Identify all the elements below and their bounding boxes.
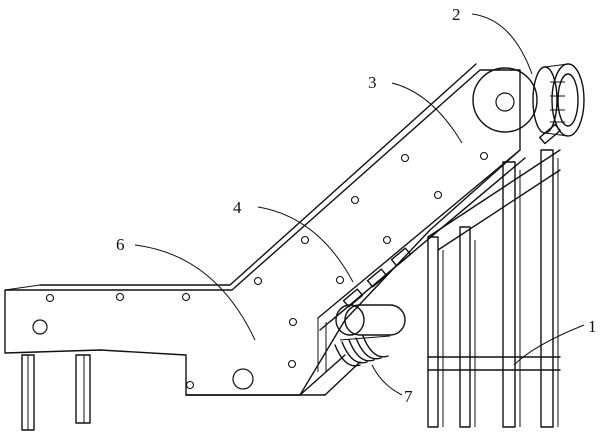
chain-slat [366, 268, 388, 288]
callouts: 1 2 3 4 6 7 [116, 5, 597, 406]
lower-edge [299, 354, 346, 396]
bolt [181, 292, 191, 302]
roller-end [335, 304, 365, 336]
motor-bottom [544, 132, 569, 137]
leader-3 [391, 82, 463, 144]
bolt [382, 235, 392, 245]
bolt [115, 292, 125, 302]
bolt [433, 190, 443, 200]
bolt [400, 153, 410, 163]
support-frame [427, 149, 561, 428]
leader-7 [371, 364, 403, 396]
leader-1 [513, 324, 585, 366]
leader-4 [257, 206, 354, 283]
tail-roller [334, 304, 406, 367]
drum-outer [472, 67, 538, 133]
hook [341, 341, 368, 364]
callout-4: 4 [233, 198, 242, 217]
motor-top [544, 63, 569, 68]
leader-6 [134, 244, 256, 341]
motor-inner [557, 73, 579, 127]
top-flange-end [4, 284, 41, 291]
bolt [300, 235, 310, 245]
frame-post [427, 236, 439, 428]
frame-top-rail [437, 169, 561, 251]
bolt [335, 275, 345, 285]
hook [355, 337, 382, 360]
roller-body [344, 304, 406, 336]
bolt [479, 151, 489, 161]
leader-2 [471, 13, 533, 75]
frame-post [459, 226, 471, 428]
bolt [350, 195, 360, 205]
base-legs [21, 354, 91, 431]
hook [362, 335, 389, 358]
drum-hole [495, 92, 515, 112]
bolt [288, 317, 298, 327]
hook [348, 339, 375, 362]
top-flange [39, 63, 477, 286]
hook-bar [339, 335, 391, 341]
hook [334, 344, 361, 367]
callout-1: 1 [588, 317, 597, 336]
mount-hole [32, 319, 48, 335]
bolt [45, 293, 55, 303]
frame-post [540, 149, 554, 428]
head-drum [472, 63, 585, 137]
mount-hole [232, 368, 254, 390]
callout-2: 2 [452, 5, 461, 24]
channel-rail [317, 149, 521, 319]
callout-3: 3 [368, 73, 377, 92]
callout-6: 6 [116, 235, 125, 254]
lower-edge [324, 361, 361, 396]
frame-post [502, 161, 516, 428]
bolt [287, 359, 297, 369]
bolts [32, 151, 489, 390]
chain-line [329, 161, 521, 323]
frame-top-rail [427, 149, 561, 238]
bolt [185, 380, 195, 390]
callout-7: 7 [404, 387, 413, 406]
chain-channel [317, 123, 561, 372]
bolt [253, 276, 263, 286]
leader-lines [134, 13, 585, 396]
base-leg [75, 354, 91, 424]
